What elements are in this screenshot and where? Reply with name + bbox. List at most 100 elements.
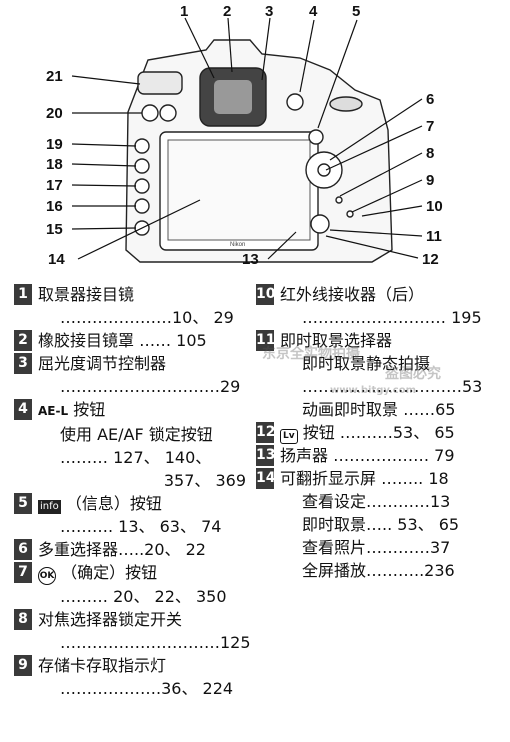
legend-entry-2: 2 橡胶接目镜罩 …… 105 (14, 329, 246, 352)
brand-text: Nikon (230, 242, 245, 248)
entry-title: 橡胶接目镜罩 …… 105 (38, 331, 207, 350)
entry-pages: ……… 127、 140、 (60, 448, 212, 467)
legend-entry-9: 9 存储卡存取指示灯 ……………….36、 224 (14, 654, 246, 700)
entry-subtitle: 即时取景静态拍摄 (302, 354, 431, 373)
info-button (308, 129, 324, 145)
callout-12: 12 (422, 251, 439, 268)
camera-back-diagram: Nikon 1 2 3 4 5 6 7 8 9 10 11 12 13 14 1… (46, 3, 443, 268)
callout-3: 3 (265, 3, 273, 20)
entry-title: 按钮 (73, 400, 106, 419)
ae-af-lock-button (286, 93, 304, 111)
live-view-icon: Lv (280, 429, 298, 444)
entry-number: 8 (14, 609, 32, 630)
entry-number: 14 (256, 468, 275, 489)
watermark-text: 东京全实物拍摄 (262, 346, 360, 362)
entry-title: 屈光度调节控制器 (38, 354, 167, 373)
entry-pages: 357、 369 (163, 471, 246, 490)
callout-9: 9 (426, 172, 434, 189)
watermark-url: www.bitgy.com (330, 385, 417, 396)
button-20b (159, 104, 177, 122)
callout-15: 15 (46, 221, 63, 238)
callout-16: 16 (46, 198, 63, 215)
callout-5: 5 (352, 3, 360, 20)
info-icon: info (38, 500, 61, 514)
entry-title: 取景器接目镜 (38, 285, 135, 304)
legend-entry-7: 7 OK （确定）按钮 ……… 20、 22、 350 (14, 561, 246, 608)
entry-number: 9 (14, 655, 32, 676)
entry-title: 可翻折显示屏 …….. 18 (280, 469, 449, 488)
legend-entry-8: 8 对焦选择器锁定开关 …………………………125 (14, 608, 251, 654)
entry-number: 1 (14, 284, 32, 305)
entry-title: 对焦选择器锁定开关 (38, 610, 183, 629)
entry-subtitle: 查看设定…………13 (302, 492, 451, 511)
legend-entry-14: 14 可翻折显示屏 …….. 18 查看设定…………13 即时取景….. 53、… (256, 467, 506, 582)
mode-dial (137, 71, 183, 95)
entry-number: 7 (14, 562, 32, 583)
live-view-selector (310, 214, 330, 234)
legend-entry-11: 11 即时取景选择器 即时取景静态拍摄 …………………………53 动画即时取景 … (256, 329, 506, 421)
button-20 (141, 104, 159, 122)
callout-4: 4 (309, 3, 318, 20)
callout-19: 19 (46, 136, 63, 153)
legend-entry-6: 6 多重选择器…..20、 22 (14, 538, 246, 561)
watermark-text-2: 盗图必究 (385, 366, 441, 382)
entry-number: 3 (14, 353, 32, 374)
entry-title: 存储卡存取指示灯 (38, 656, 167, 675)
entry-number: 4 (14, 399, 32, 420)
legend-right-column: 10 红外线接收器（后） ……………………… 195 11 即时取景选择器 即时… (256, 283, 506, 582)
entry-number: 10 (256, 284, 275, 305)
legend-entry-1: 1 取景器接目镜 …………………10、 29 (14, 283, 246, 329)
legend-entry-5: 5 info （信息）按钮 ………. 13、 63、 74 (14, 492, 246, 538)
callout-10: 10 (426, 198, 443, 215)
memory-card-lamp (346, 210, 354, 218)
entry-number: 2 (14, 330, 32, 351)
legend-entry-13: 13 扬声器 ……………… 79 (256, 444, 506, 467)
callout-13: 13 (242, 251, 259, 268)
entry-title: 扬声器 ……………… 79 (280, 446, 455, 465)
ok-icon: OK (38, 567, 56, 585)
button-19 (134, 138, 150, 154)
legend-entry-4: 4 AE-L 按钮 使用 AE/AF 锁定按钮 ……… 127、 140、 35… (14, 398, 246, 492)
callout-17: 17 (46, 177, 63, 194)
entry-subtitle: 查看照片…………37 (302, 538, 451, 557)
entry-subtitle: 使用 AE/AF 锁定按钮 (60, 425, 213, 444)
focus-selector-lock (335, 196, 343, 204)
entry-pages: ……………….36、 224 (60, 679, 234, 698)
entry-title: 即时取景选择器 (280, 331, 393, 350)
callout-6: 6 (426, 91, 434, 108)
entry-pages: …………………10、 29 (60, 308, 234, 327)
legend-left-column: 1 取景器接目镜 …………………10、 29 2 橡胶接目镜罩 …… 105 3… (14, 283, 251, 700)
button-18 (134, 158, 150, 174)
entry-number: 13 (256, 445, 275, 466)
entry-title: 按钮 ……….53、 65 (302, 423, 455, 442)
callout-1: 1 (180, 3, 188, 20)
button-16 (134, 198, 150, 214)
callout-18: 18 (46, 156, 63, 173)
command-dial (329, 96, 363, 112)
ok-button (317, 163, 331, 177)
entry-number: 11 (256, 330, 275, 351)
entry-title: （确定）按钮 (61, 563, 158, 582)
viewfinder-window (214, 80, 252, 114)
lcd-screen (167, 139, 311, 241)
callout-7: 7 (426, 118, 434, 135)
entry-title: （信息）按钮 (65, 494, 162, 513)
callout-11: 11 (426, 228, 442, 245)
legend-entry-3: 3 屈光度调节控制器 …………………………29 (14, 352, 246, 398)
ae-af-lock-icon: AE-L (38, 404, 69, 418)
button-17 (134, 178, 150, 194)
legend-entry-12: 12 Lv 按钮 ……….53、 65 (256, 421, 506, 444)
entry-number: 5 (14, 493, 32, 514)
entry-pages: …………………………125 (60, 633, 251, 652)
entry-subtitle: 动画即时取景 ……65 (302, 400, 456, 419)
entry-title: 红外线接收器（后） (280, 285, 425, 304)
callout-14: 14 (48, 251, 65, 268)
entry-pages: ……………………… 195 (302, 308, 482, 327)
legend-entry-10: 10 红外线接收器（后） ……………………… 195 (256, 283, 506, 329)
entry-pages: ………. 13、 63、 74 (60, 517, 222, 536)
callout-8: 8 (426, 145, 434, 162)
entry-title: 多重选择器…..20、 22 (38, 540, 206, 559)
callout-20: 20 (46, 105, 63, 122)
entry-number: 6 (14, 539, 32, 560)
entry-pages: …………………………53 (302, 377, 483, 396)
